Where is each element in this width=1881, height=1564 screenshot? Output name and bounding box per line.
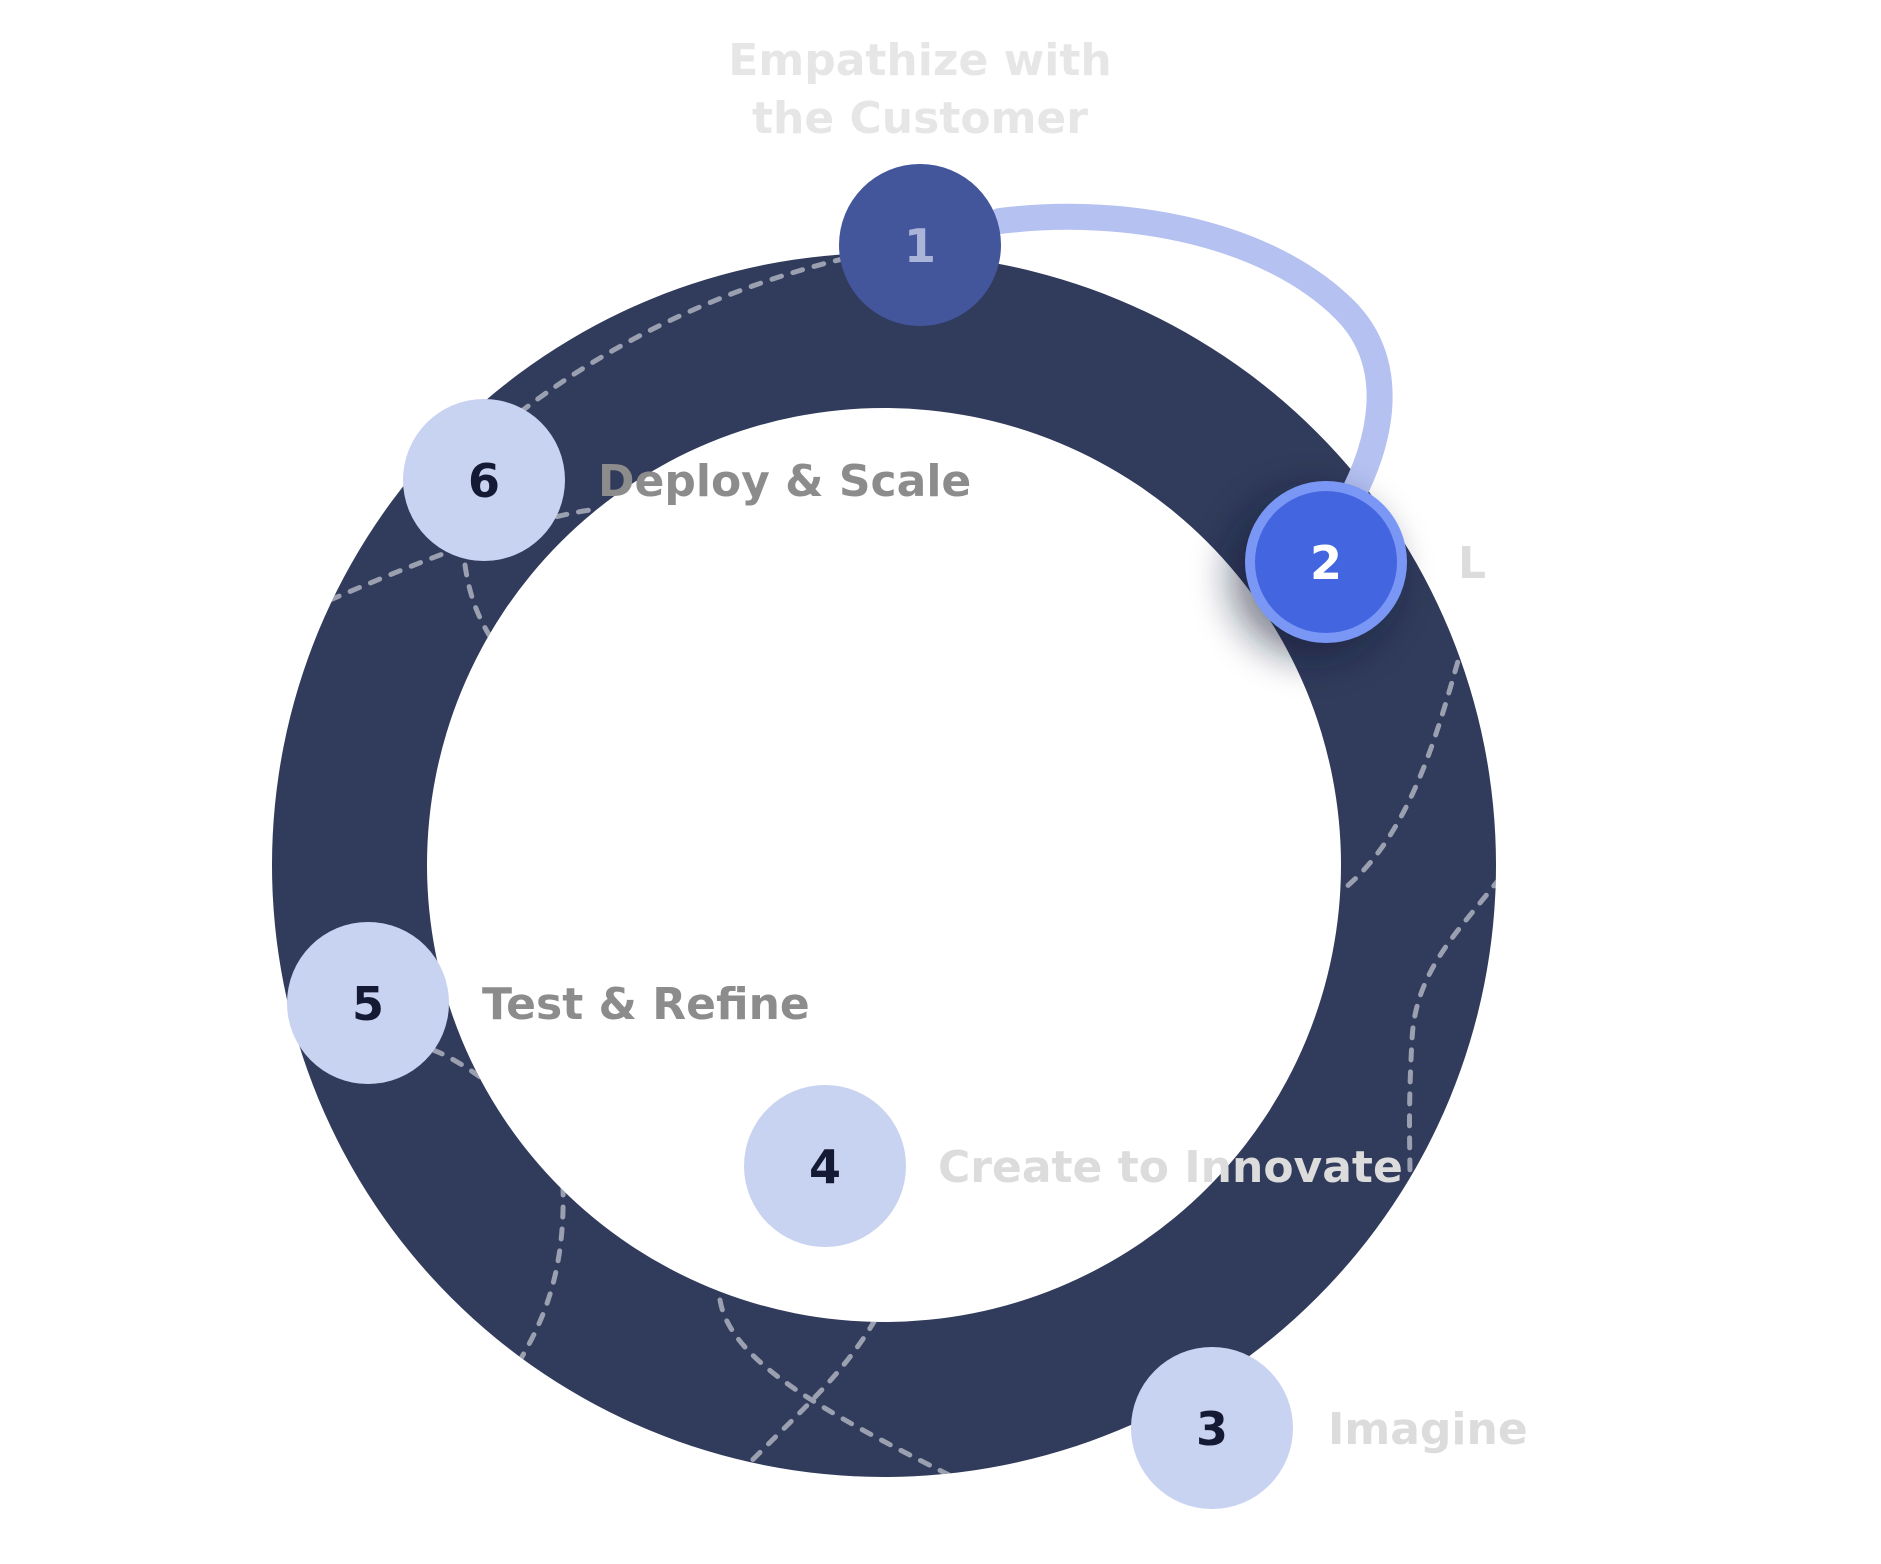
- step-4-label: Create to Innovate: [938, 1142, 1403, 1193]
- step-3-number: 3: [1196, 1402, 1228, 1456]
- step-4-label-line: Create to Innovate: [938, 1142, 1403, 1193]
- dashed-path-right-upper: [1337, 617, 1473, 895]
- progress-connector: [987, 203, 1393, 513]
- step-5-marker-circle: [287, 922, 449, 1084]
- step-3-label-line: Imagine: [1328, 1404, 1528, 1455]
- step-5-number: 5: [352, 977, 384, 1031]
- step-3-label: Imagine: [1328, 1404, 1528, 1455]
- step-3-marker[interactable]: 3: [1131, 1347, 1293, 1509]
- step-6-label-line: Deploy & Scale: [598, 456, 971, 507]
- step-1-number: 1: [904, 219, 936, 273]
- step-6-marker[interactable]: 6: [403, 399, 565, 561]
- step-6-number: 6: [468, 454, 500, 508]
- dashed-path-right-lower: [1407, 875, 1496, 1178]
- step-1-label-line: the Customer: [752, 93, 1088, 144]
- step-3-marker-circle: [1131, 1347, 1293, 1509]
- step-2-number: 2: [1310, 536, 1342, 590]
- step-1-marker[interactable]: 1: [839, 164, 1001, 326]
- dashed-path-bottom-left-2: [517, 1182, 566, 1363]
- step-4-marker-circle: [744, 1085, 906, 1247]
- step-5-label-line: Test & Refine: [482, 979, 810, 1030]
- step-6-label: Deploy & Scale: [598, 456, 971, 507]
- step-6-marker-circle: [403, 399, 565, 561]
- dashed-path-left-upper-2: [462, 562, 495, 643]
- step-5-marker[interactable]: 5: [287, 922, 449, 1084]
- step-4-number: 4: [809, 1140, 841, 1194]
- step-markers: 1 2 3 4 5 6: [287, 164, 1407, 1509]
- step-2-marker[interactable]: 2: [1231, 481, 1407, 657]
- dashed-path-bottom-center: [717, 1297, 958, 1477]
- step-2-label-line: L: [1458, 538, 1486, 589]
- step-1-label: Empathize with the Customer: [728, 35, 1111, 144]
- step-2-marker-circle: [1255, 491, 1397, 633]
- dashed-path-bottom-center-2: [732, 1317, 878, 1477]
- step-2-label: L: [1458, 538, 1486, 589]
- step-1-label-line: Empathize with: [728, 35, 1111, 86]
- step-5-label: Test & Refine: [482, 979, 810, 1030]
- step-4-marker[interactable]: 4: [744, 1085, 906, 1247]
- step-1-marker-circle: [839, 164, 1001, 326]
